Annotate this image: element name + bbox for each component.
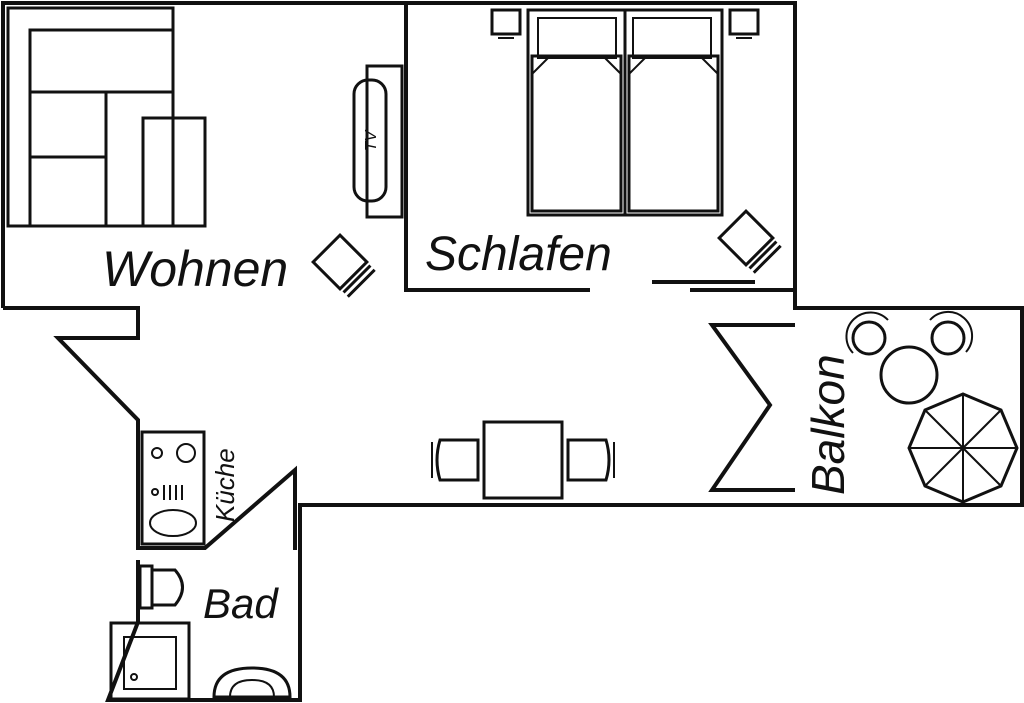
nightstand-left [490,8,522,36]
room-label-bathroom: Bad [203,580,279,627]
room-label-balcony: Balkon [802,354,854,495]
nightstand-right [728,8,760,36]
balcony-chair-right-back [929,310,974,353]
living-lower-wall [3,306,140,550]
hob-burner-small [151,447,163,459]
tv-stand [365,64,404,219]
shower-tray [109,621,191,701]
tv-screen [352,78,388,203]
dining-chair-right [566,438,611,482]
balcony-chair-left-back [845,311,889,354]
shower-inner [123,636,177,690]
living-armchair [311,233,376,298]
kitchen: Küche [140,430,240,546]
dining-table [482,420,564,500]
tv-label: TV [363,129,380,151]
bath-sink [212,666,292,699]
bedroom: Schlafen [425,8,782,281]
sofa-cushion-2 [28,155,108,228]
room-label-kitchen: Küche [210,448,240,522]
balcony-chair-left-seat [851,320,887,356]
balcony-chair-right-seat [930,320,966,356]
sink-tap [151,488,159,496]
hob-burner-large [176,443,196,463]
room-label-bedroom: Schlafen [425,228,612,281]
coffee-table [141,116,207,228]
shower-drain [130,673,138,681]
bathroom: Bad [109,564,292,701]
sofa-seat-outline [28,28,173,226]
blanket-fold-left [531,55,622,75]
balcony-door-wall [708,323,795,492]
bedroom-armchair [717,209,782,274]
kitchen-sink [149,509,197,537]
mattress-right [627,54,720,213]
pillow-left [537,17,617,59]
kitchen-counter [140,430,206,546]
room-label-living: Wohnen [102,241,288,297]
kitchen-bath-wall [138,465,297,550]
balcony: Balkon [802,310,1019,504]
blanket-fold-right [628,55,719,75]
mattress-left [530,54,623,213]
dining-area [431,420,615,500]
toilet-tank [138,564,154,610]
balcony-table [879,345,939,405]
bedroom-left-wall [404,3,590,292]
living-room: TV Wohnen [6,6,404,298]
dining-chair-left [435,438,480,482]
sofa-cushion-1 [28,90,108,159]
parasol [907,392,1019,504]
toilet-bowl [150,568,184,607]
bath-sink-basin [229,678,275,698]
pillow-right [632,17,712,59]
